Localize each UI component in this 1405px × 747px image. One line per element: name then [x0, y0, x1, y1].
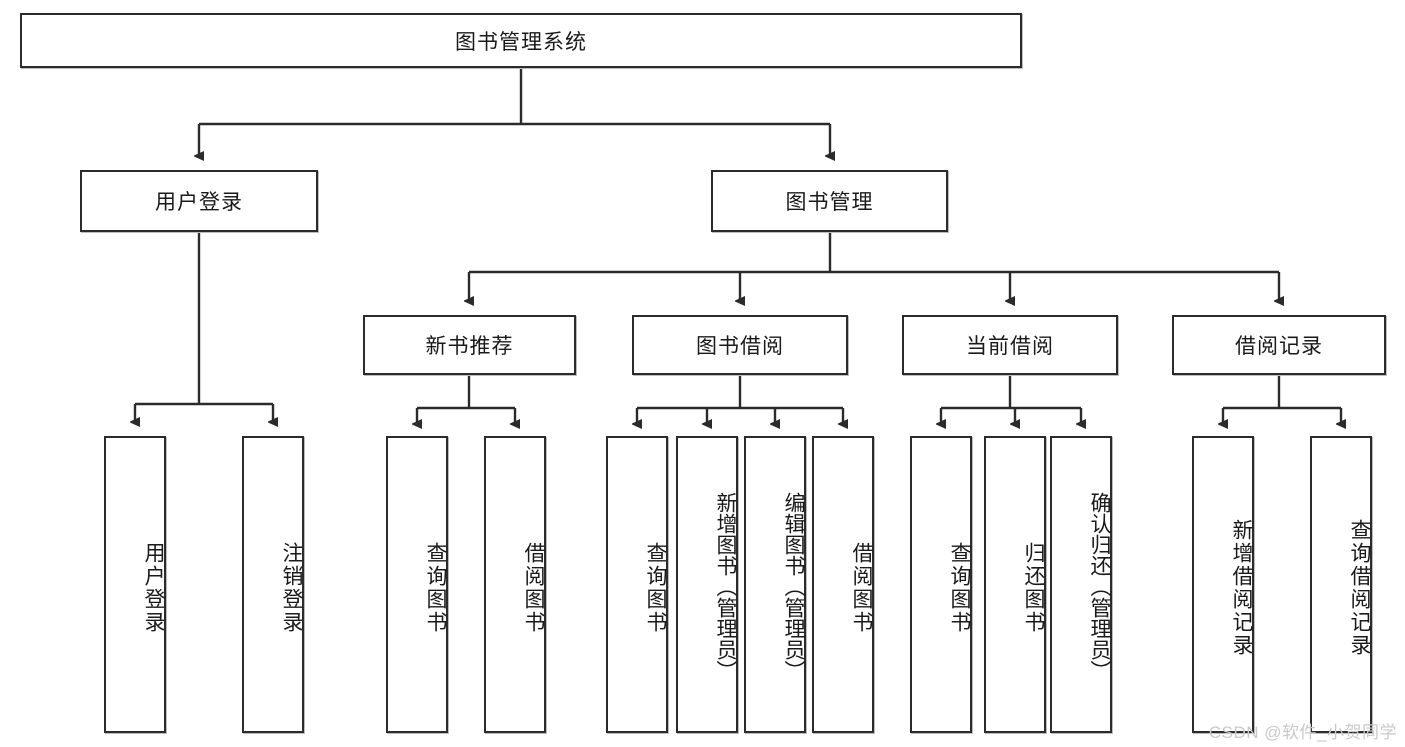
leaf-query-book-2-label: 查询图书 — [644, 541, 667, 634]
node-root-label: 图书管理系统 — [455, 30, 587, 54]
leaf-logout-label: 注销登录 — [280, 541, 303, 634]
leaf-add-book[interactable]: 新增图书（管理员） — [676, 436, 738, 733]
leaf-borrow-book-2[interactable]: 借阅图书 — [812, 436, 874, 733]
leaf-confirm-return-label: 确认归还（管理员） — [1088, 491, 1111, 681]
leaf-query-record-label: 查询借阅记录 — [1348, 518, 1371, 657]
leaf-query-book-3-label: 查询图书 — [948, 541, 971, 634]
node-new-book-recommend-label: 新书推荐 — [425, 335, 514, 358]
leaf-query-record[interactable]: 查询借阅记录 — [1310, 436, 1372, 733]
leaf-user-login[interactable]: 用户登录 — [104, 436, 166, 733]
leaf-return-book-label: 归还图书 — [1022, 541, 1045, 634]
node-new-book-recommend[interactable]: 新书推荐 — [363, 315, 576, 375]
leaf-query-book-1-label: 查询图书 — [424, 541, 447, 634]
leaf-query-book-2[interactable]: 查询图书 — [606, 436, 668, 733]
leaf-add-record-label: 新增借阅记录 — [1230, 518, 1253, 657]
node-borrow-record-label: 借阅记录 — [1235, 335, 1323, 358]
leaf-borrow-book-2-label: 借阅图书 — [850, 541, 873, 634]
leaf-add-record[interactable]: 新增借阅记录 — [1192, 436, 1254, 733]
leaf-logout[interactable]: 注销登录 — [242, 436, 304, 733]
node-current-borrow-label: 当前借阅 — [966, 335, 1054, 358]
leaf-edit-book-label: 编辑图书（管理员） — [782, 491, 805, 681]
node-borrow-record[interactable]: 借阅记录 — [1172, 315, 1386, 375]
leaf-edit-book[interactable]: 编辑图书（管理员） — [744, 436, 806, 733]
node-book-manage[interactable]: 图书管理 — [711, 170, 948, 232]
leaf-user-login-label: 用户登录 — [142, 541, 165, 634]
leaf-add-book-label: 新增图书（管理员） — [714, 491, 737, 681]
csdn-watermark: CSDN @软件_小贺同学 — [1208, 723, 1397, 742]
leaf-query-book-3[interactable]: 查询图书 — [910, 436, 972, 733]
leaf-borrow-book-1-label: 借阅图书 — [522, 541, 545, 634]
node-current-borrow[interactable]: 当前借阅 — [902, 315, 1118, 375]
node-book-borrow[interactable]: 图书借阅 — [632, 315, 848, 375]
node-user-login-label: 用户登录 — [155, 191, 243, 214]
node-root[interactable]: 图书管理系统 — [20, 13, 1022, 68]
node-book-borrow-label: 图书借阅 — [696, 335, 784, 358]
leaf-query-book-1[interactable]: 查询图书 — [386, 436, 448, 733]
node-user-login[interactable]: 用户登录 — [80, 170, 318, 232]
leaf-borrow-book-1[interactable]: 借阅图书 — [484, 436, 546, 733]
leaf-return-book[interactable]: 归还图书 — [984, 436, 1046, 733]
node-book-manage-label: 图书管理 — [785, 191, 874, 214]
leaf-confirm-return[interactable]: 确认归还（管理员） — [1050, 436, 1112, 733]
